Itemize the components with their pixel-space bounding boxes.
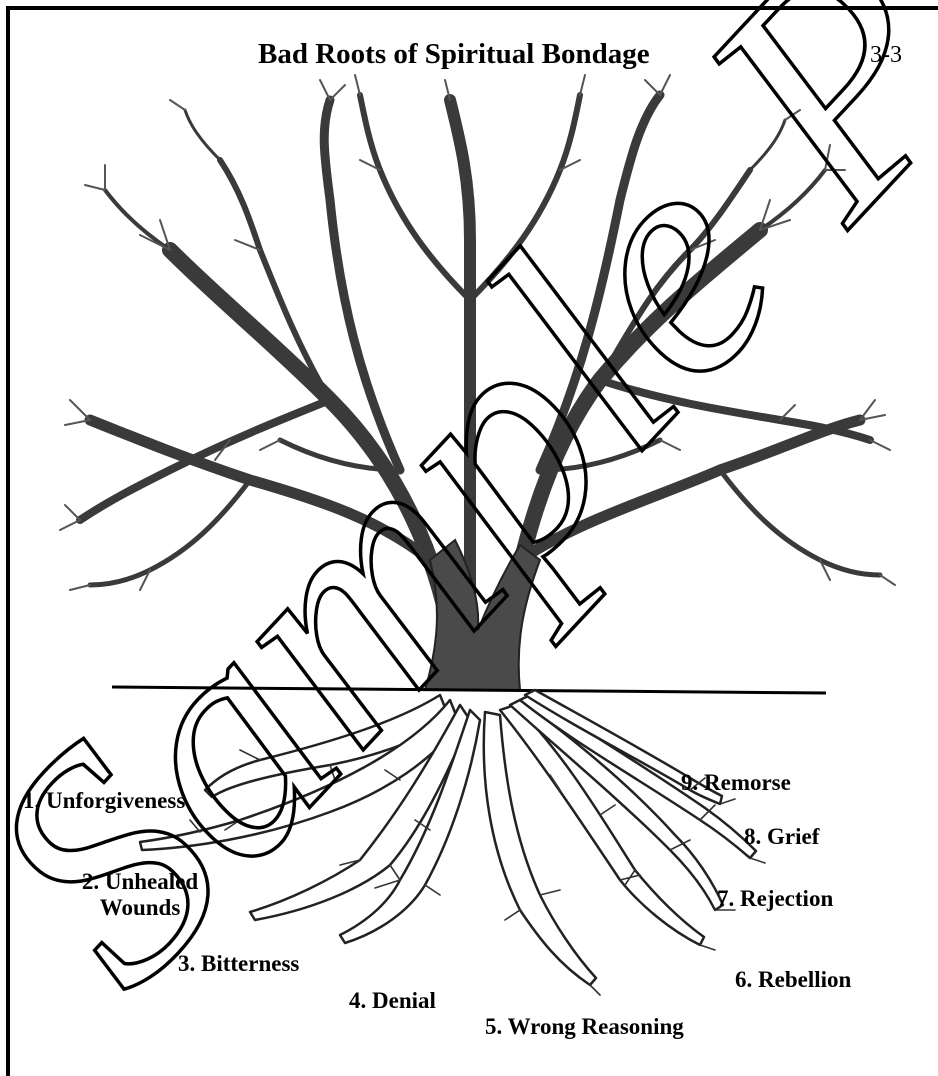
root-label-unhealed-line1: 2. Unhealed	[81, 869, 199, 894]
root-label-denial: 4. Denial	[349, 988, 436, 1013]
root-label-bitterness: 3. Bitterness	[178, 951, 300, 976]
page-number: 3-3	[870, 42, 902, 68]
ground-line	[111, 685, 827, 695]
root-label-remorse: 9. Remorse	[681, 770, 791, 795]
tree-twigs	[59, 74, 896, 591]
tree-canopy	[76, 90, 883, 668]
root-label-rejection: 7. Rejection	[717, 886, 834, 911]
tree-roots	[138, 688, 758, 987]
page-border	[6, 6, 938, 1076]
root-label-rebellion: 6. Rebellion	[735, 967, 852, 992]
root-label-grief: 8. Grief	[744, 824, 820, 849]
root-hairs	[189, 736, 766, 996]
root-label-unhealed-wounds: 2. Unhealed Wounds	[60, 869, 220, 922]
tree-trunk	[423, 538, 542, 691]
root-label-unhealed-line2: Wounds	[99, 895, 181, 921]
root-label-wrong-reasoning: 5. Wrong Reasoning	[485, 1014, 684, 1039]
page-title: Bad Roots of Spiritual Bondage	[258, 38, 650, 70]
root-label-unforgiveness: 1. Unforgiveness	[23, 788, 186, 813]
